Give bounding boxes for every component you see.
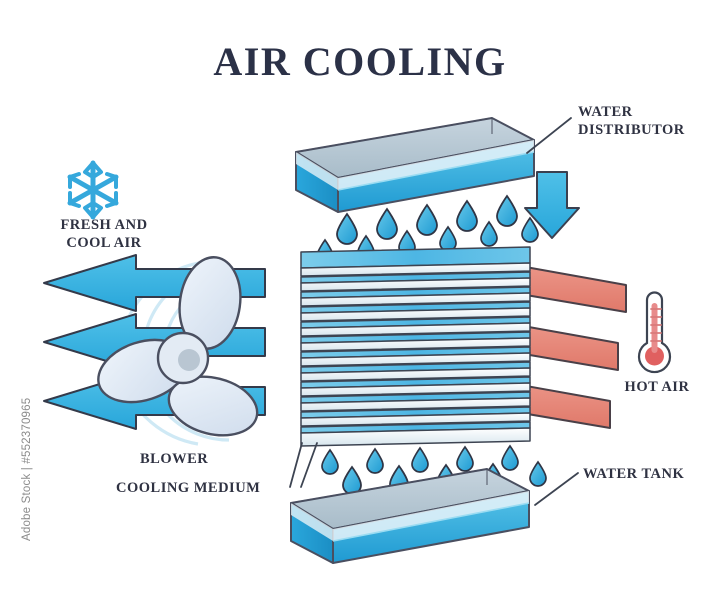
label-fresh-and-cool-air: FRESH AND COOL AIR (60, 217, 148, 251)
leader-cooling-medium (300, 442, 318, 488)
leader-water-distributor (526, 117, 572, 154)
page-title: AIR COOLING (213, 39, 507, 84)
plate (300, 331, 531, 352)
water-droplet-icon (416, 203, 438, 236)
thermometer-bulb (645, 346, 664, 366)
water-droplet-icon (501, 444, 519, 471)
water-droplet-icon (342, 465, 362, 495)
plate (300, 361, 531, 382)
water-droplet-icon (496, 194, 518, 227)
plate (300, 271, 531, 292)
stock-watermark: Adobe Stock | #552370965 (21, 397, 33, 541)
plate (300, 376, 531, 397)
distributor-waterline (337, 151, 535, 191)
thermometer-scale (650, 308, 662, 342)
label-blower: BLOWER (140, 451, 209, 467)
water-droplet-icon (439, 225, 457, 252)
thermometer-icon (637, 291, 672, 374)
water-droplet-icon (376, 207, 398, 240)
distributor-back-rim (295, 117, 493, 153)
plate (300, 346, 531, 367)
water-droplet-icon (480, 220, 498, 247)
tank-waterline (332, 502, 530, 542)
water-droplet-icon (529, 460, 547, 487)
water-flow-arrow-icon (524, 171, 580, 239)
water-droplet-icon (336, 212, 358, 245)
leader-lines (289, 117, 579, 506)
water-droplet-icon (521, 216, 539, 243)
distributor-glass-band (338, 140, 534, 190)
plate (300, 391, 531, 412)
fan-hub-center (178, 349, 200, 371)
label-water-tank: WATER TANK (583, 466, 685, 482)
plate (300, 316, 531, 337)
plate (300, 246, 531, 277)
water-droplet-icon (366, 447, 384, 474)
tank-back-rim (290, 468, 488, 504)
label-cooling-medium: COOLING MEDIUM (116, 480, 261, 496)
water-droplet-icon (411, 446, 429, 473)
thermometer-mercury (651, 303, 658, 353)
tank-glass-band (333, 491, 529, 541)
label-hot-air: HOT AIR (624, 379, 690, 395)
water-tank (290, 468, 530, 564)
water-droplet-icon (456, 199, 478, 232)
water-droplet-icon (456, 445, 474, 472)
plate (300, 286, 531, 307)
cooling-medium-plate-stack (300, 246, 531, 447)
water-droplet-icon (321, 448, 339, 475)
tank-glass-left (291, 503, 333, 541)
leader-water-tank (534, 472, 579, 506)
fan-blade (167, 375, 259, 437)
plate (300, 421, 531, 447)
plate (300, 406, 531, 427)
snowflake-icon (67, 160, 119, 220)
water-distributor-tank (295, 117, 535, 213)
distributor-glass-left (296, 152, 338, 190)
fan-icon (97, 256, 259, 437)
leader-cooling-medium-2 (289, 442, 303, 488)
plate (300, 301, 531, 322)
label-water-distributor: WATER DISTRIBUTOR (578, 104, 685, 138)
